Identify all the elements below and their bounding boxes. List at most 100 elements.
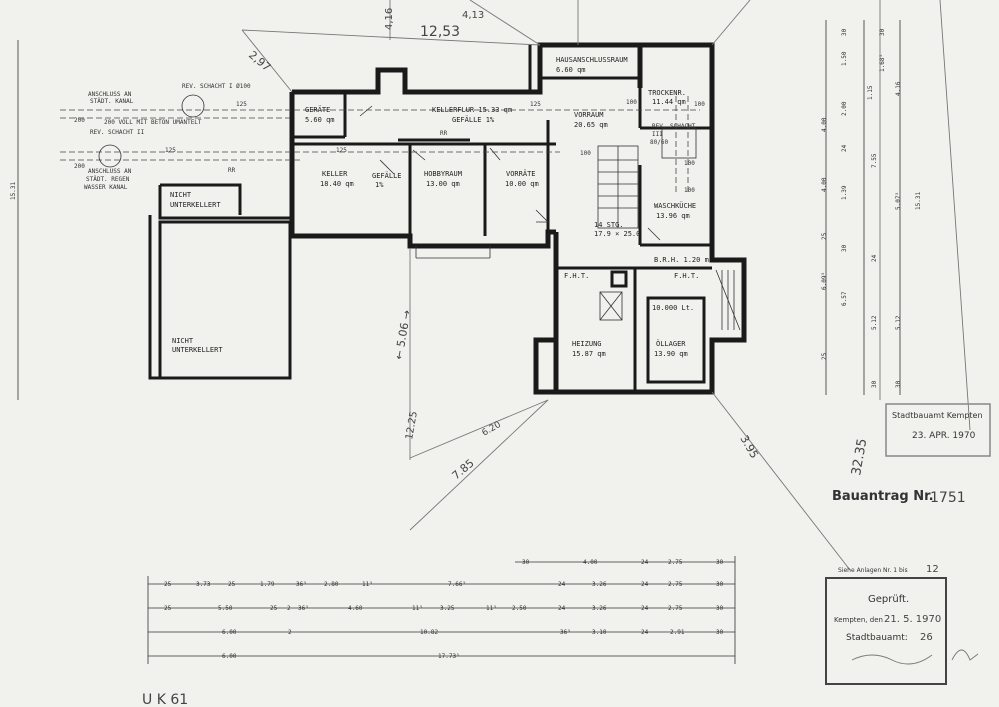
bdim-0-4: 30 — [716, 559, 724, 566]
label-stairs-dim: 17.9 × 25.0 — [594, 230, 640, 238]
bdim-2-2: 25 — [270, 605, 278, 612]
bdim-0-0: 30 — [522, 559, 530, 566]
bdim-0-1: 4.00 — [583, 559, 598, 566]
rdim-7: 1.15 — [867, 85, 874, 100]
area-vorraete: 10.00 qm — [505, 180, 539, 188]
bdim-2-11: 3.26 — [592, 605, 607, 612]
bdim-2-7: 3.25 — [440, 605, 455, 612]
label-125-c: 125 — [336, 147, 347, 154]
bdim-2-10: 24 — [558, 605, 566, 612]
rdim-17: 24 — [871, 254, 878, 262]
signature-mark — [951, 649, 979, 661]
bdim-1-5: 2.80 — [324, 581, 339, 588]
rdim-12: 1.39 — [841, 185, 848, 200]
label-hausanschluss: HAUSANSCHLUSSRAUM — [556, 56, 628, 64]
bdim-1-9: 3.26 — [592, 581, 607, 588]
label-rr-2: RR — [440, 130, 448, 137]
bdim-0-3: 2.75 — [668, 559, 683, 566]
area-trockenraum: 11.44 qm — [652, 98, 686, 106]
rdim-11: 4.00 — [821, 177, 828, 192]
bdim-2-9: 2.50 — [512, 605, 527, 612]
rdim-14: 25 — [821, 232, 828, 240]
rdim-15: 30 — [841, 244, 848, 252]
label-oellager: ÖLLAGER — [656, 339, 686, 348]
label-hobbyraum: HOBBYRAUM — [424, 170, 462, 178]
stamp-stadtbauamt: Stadtbauamt: — [846, 633, 908, 643]
bdim-3-5: 24 — [641, 629, 649, 636]
label-gefaelle-keller-pct: 1% — [375, 181, 384, 189]
stamp-kempten-date: 21. 5. 1970 — [884, 614, 941, 625]
label-200-a: 200 — [74, 117, 85, 124]
bdim-4-1: 17.73⁵ — [438, 653, 460, 660]
bdim-3-7: 30 — [716, 629, 724, 636]
bdim-1-7: 7.66⁵ — [448, 581, 466, 588]
rdim-13: 5.07⁵ — [895, 192, 902, 210]
rdim-22: 30 — [871, 380, 878, 388]
dim-top-2: 4,16 — [384, 8, 395, 30]
label-kanal-1b: STÄDT. KANAL — [90, 98, 134, 105]
area-hausanschluss: 6.60 qm — [556, 66, 586, 74]
rdim-24: 15.31 — [915, 192, 922, 210]
rdim-20: 5.12 — [895, 315, 902, 330]
drain-lines — [60, 94, 700, 192]
anlage-number: 12 — [926, 564, 939, 575]
bauantrag-label: Bauantrag Nr. — [832, 489, 934, 504]
label-nicht-1b: UNTERKELLERT — [170, 201, 221, 209]
area-heizung: 15.87 qm — [572, 350, 606, 358]
label-kanal-1a: ANSCHLUSS AN — [88, 91, 132, 98]
label-heizung: HEIZUNG — [572, 340, 602, 348]
label-fht-right: F.H.T. — [674, 272, 699, 280]
stamp-geprueft: Geprüft. Kempten, den 21. 5. 1970 Stadtb… — [825, 577, 947, 685]
label-beton: 200 VOLL MIT BETON UMANTELT — [104, 119, 202, 126]
bdim-1-0: 25 — [164, 581, 172, 588]
area-waschkueche: 13.96 qm — [656, 212, 690, 220]
rev-schacht-2 — [98, 144, 122, 168]
label-rev-3-num: III — [652, 131, 663, 138]
dim-top-3: 4,13 — [462, 10, 484, 21]
label-nicht-2a: NICHT — [172, 337, 194, 345]
label-125-a: 125 — [236, 101, 247, 108]
area-hobbyraum: 13.00 qm — [426, 180, 460, 188]
label-nicht-2b: UNTERKELLERT — [172, 346, 223, 354]
dim-top-1: 12,53 — [420, 24, 460, 40]
bdim-3-0: 6.00 — [222, 629, 237, 636]
bauantrag-number: 1751 — [930, 490, 966, 506]
rdim-18: 6.57 — [841, 291, 848, 306]
bdim-1-6: 11⁵ — [362, 581, 373, 588]
rdim-4: 1.68⁵ — [879, 54, 886, 72]
label-stairs: 14 STG. — [594, 221, 624, 229]
rev-schacht-1 — [181, 94, 205, 118]
rdim-8: 4.16 — [895, 81, 902, 96]
hand-dim-2: 12.25 — [404, 410, 420, 440]
label-vorraete: VORRÄTE — [506, 169, 536, 178]
stamp-received-line1: Stadtbauamt Kempten — [892, 411, 983, 420]
bdim-2-14: 30 — [716, 605, 724, 612]
hand-dim-6: 32.35 — [849, 437, 870, 476]
label-rev-schacht-3: REV. SCHACHT — [652, 123, 696, 130]
label-100-e: 100 — [684, 187, 695, 194]
rdim-23: 30 — [895, 380, 902, 388]
bdim-2-8: 11⁵ — [486, 605, 497, 612]
label-100-b: 100 — [626, 99, 637, 106]
label-nicht-1a: NICHT — [170, 191, 192, 199]
label-waschkueche: WASCHKÜCHE — [654, 201, 696, 210]
label-geraete: GERÄTE — [305, 105, 330, 114]
bdim-1-3: 1.79 — [260, 581, 275, 588]
label-keller: KELLER — [322, 170, 348, 178]
rdim-5: 2.00 — [841, 101, 848, 116]
label-gefaelle-flur: GEFÄLLE 1% — [452, 115, 495, 124]
bdim-1-2: 25 — [228, 581, 236, 588]
bdim-3-4: 3.10 — [592, 629, 607, 636]
rdim-10: 7.55 — [871, 153, 878, 168]
rdim-6: 4.00 — [821, 117, 828, 132]
anlage-text: Siehe Anlagen Nr. 1 bis — [838, 567, 908, 574]
right-dimension-chain: 30 1.50 30 1.68⁵ 2.00 4.00 1.15 4.16 24 … — [821, 20, 922, 395]
walls — [148, 42, 747, 395]
label-100-c: 100 — [580, 150, 591, 157]
area-keller: 18.40 qm — [320, 180, 354, 188]
bdim-2-4: 36⁵ — [298, 605, 309, 612]
label-gefaelle-keller: GEFÄLLE — [372, 171, 402, 180]
area-geraete: 5.60 qm — [305, 116, 335, 124]
bdim-4-0: 6.00 — [222, 653, 237, 660]
